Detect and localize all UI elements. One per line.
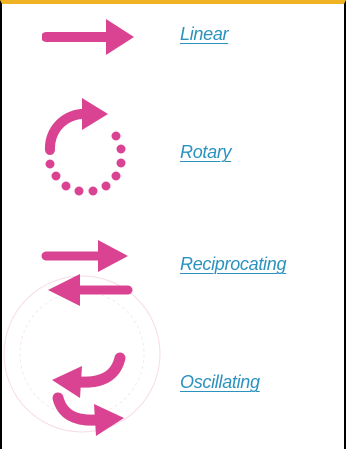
arrow-right-icon [42, 19, 134, 55]
back-and-forth-arc-icon [52, 352, 126, 436]
oscillating-link[interactable]: Oscillating [180, 372, 260, 392]
rotary-link[interactable]: Rotary [180, 142, 232, 162]
motion-row-reciprocating: Reciprocating [2, 236, 342, 312]
linear-link[interactable]: Linear [180, 24, 229, 44]
motion-row-rotary: Rotary [2, 92, 342, 202]
reciprocating-link[interactable]: Reciprocating [180, 254, 287, 274]
opposing-arrows-icon [41, 240, 133, 306]
circular-rotation-icon [44, 98, 126, 196]
motion-row-linear: Linear [2, 14, 342, 60]
motion-row-oscillating: Oscillating [2, 344, 342, 444]
